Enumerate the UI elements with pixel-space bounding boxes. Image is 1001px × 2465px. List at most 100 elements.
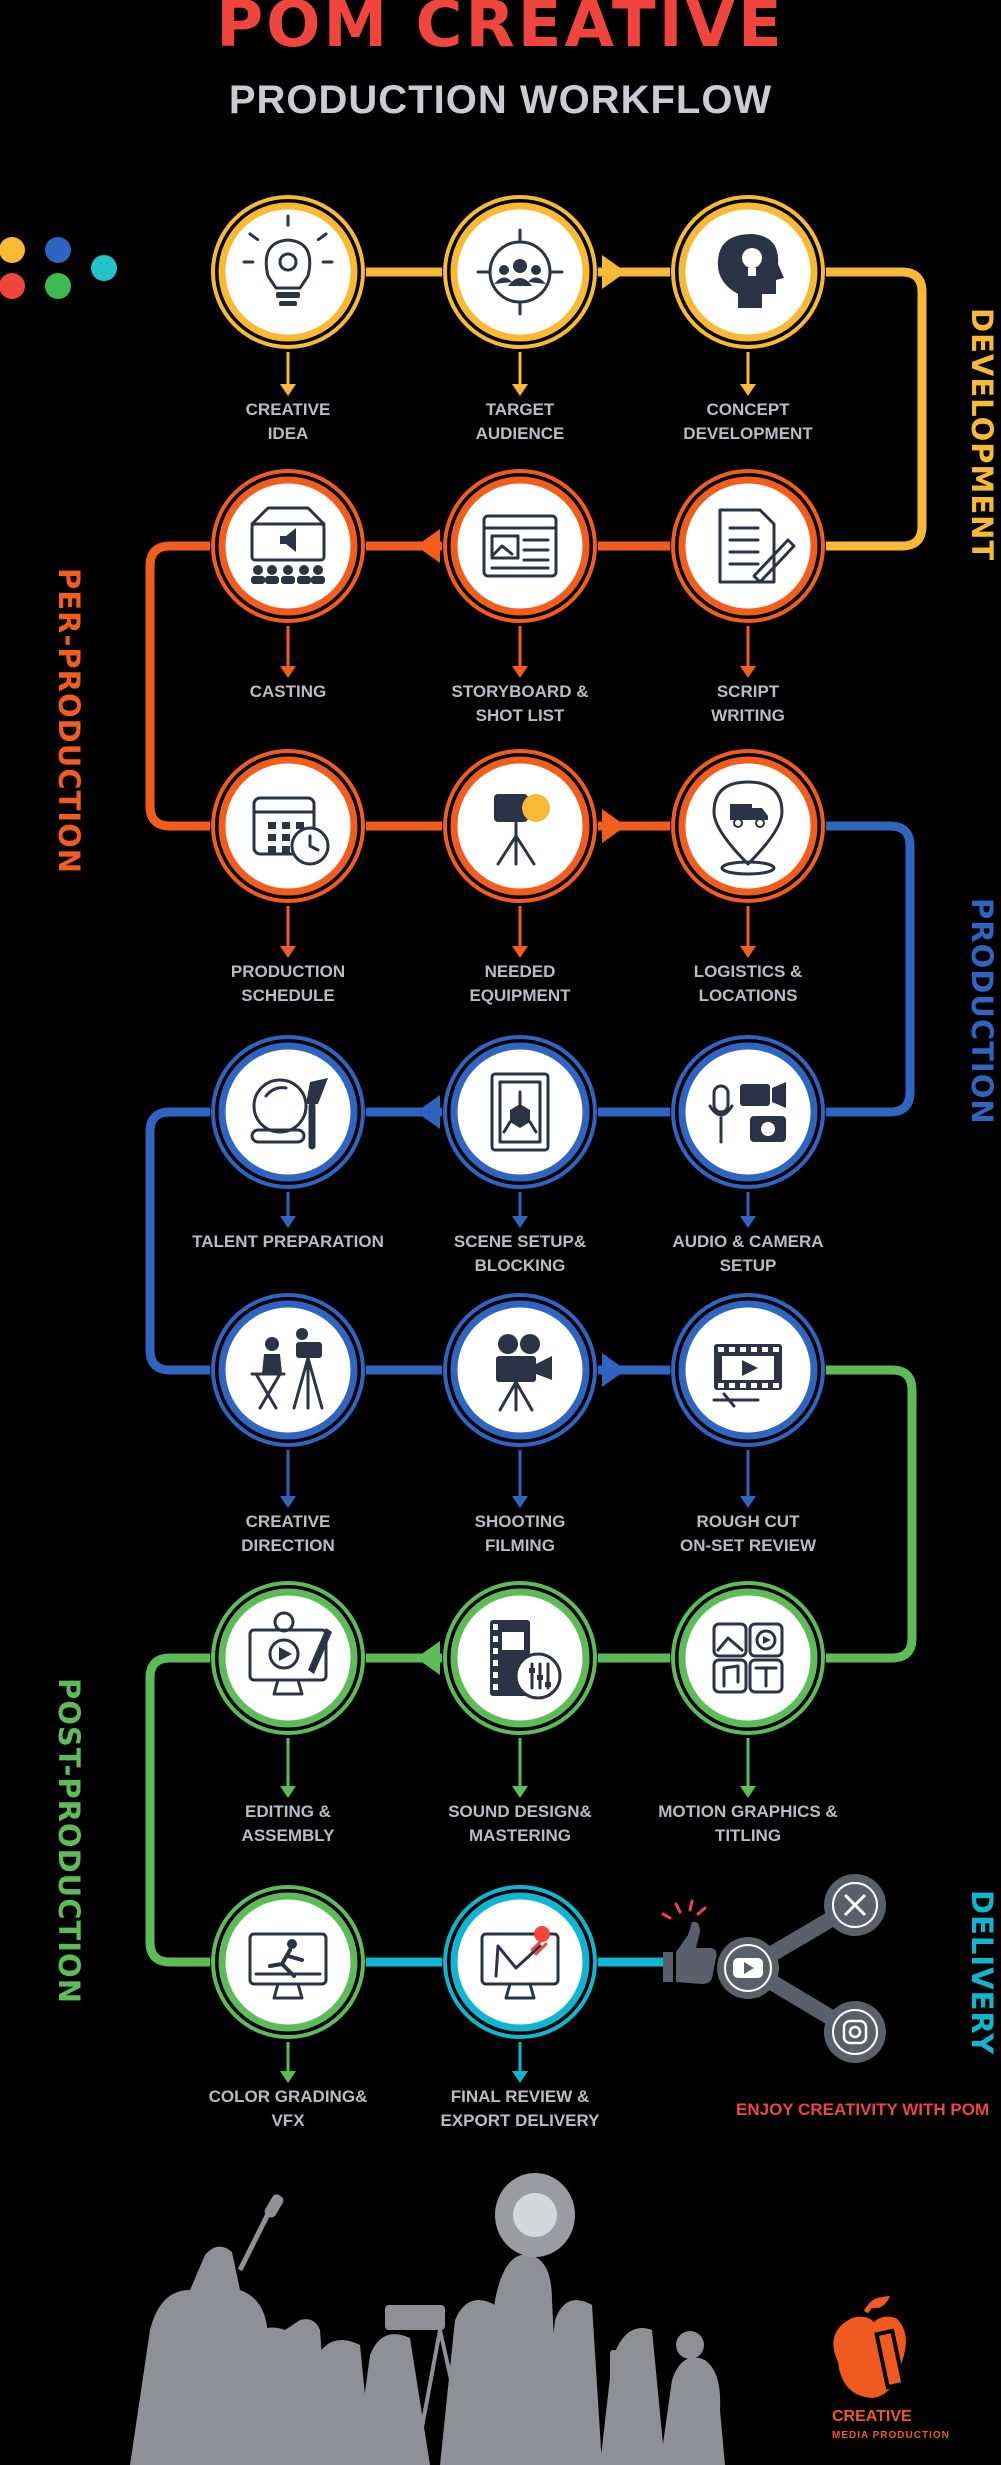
node-outer-ring: [443, 469, 597, 623]
node-inner-ring: [218, 476, 358, 616]
director-chair-icon: [250, 1328, 324, 1410]
head-idea-icon: [717, 234, 784, 308]
node-inner-ring: [450, 476, 590, 616]
node-outer-ring: [671, 1293, 825, 1447]
workflow-node: [442, 1884, 598, 2040]
node-outer-ring: [211, 1581, 365, 1735]
step-label: TALENT PREPARATION: [192, 1232, 384, 1251]
label-arrow-head: [280, 1216, 296, 1228]
loop-connector: [145, 1107, 288, 1375]
workflow-node: [670, 1292, 826, 1448]
step-label: PRODUCTION SCHEDULE: [230, 962, 346, 1005]
step-label: MOTION GRAPHICS & TITLING: [658, 1802, 838, 1845]
stage-label-delivery: DELIVERY: [965, 1890, 999, 2056]
step-label: SCRIPT WRITING: [711, 682, 785, 725]
step-label: CONCEPT DEVELOPMENT: [683, 400, 813, 443]
workflow-node: [210, 1034, 366, 1190]
step-label: ROUGH CUT ON-SET REVIEW: [679, 1512, 816, 1555]
step-label: CASTING: [249, 682, 327, 701]
workflow-node: [670, 194, 826, 350]
node-outer-ring: [671, 469, 825, 623]
brand-logo: [833, 2296, 906, 2398]
decor-dots: [0, 237, 117, 299]
scene-block-icon: [490, 1072, 550, 1152]
calendar-clock-icon: [252, 796, 330, 866]
step-label: LOGISTICS & LOCATIONS: [693, 962, 803, 1005]
node-inner-ring: [218, 1892, 358, 2032]
workflow-node: [442, 468, 598, 624]
casting-stage-icon: [250, 506, 326, 584]
step-label: AUDIO & CAMERA SETUP: [672, 1232, 824, 1275]
node-outer-ring: [211, 1885, 365, 2039]
step-label: NEEDED EQUIPMENT: [469, 962, 571, 1005]
step-label: SHOOTING FILMING: [474, 1512, 566, 1555]
label-arrow-head: [280, 946, 296, 958]
label-arrow-head: [740, 1786, 756, 1798]
film-play-icon: [712, 1344, 782, 1408]
node-inner-ring: [218, 1588, 358, 1728]
sound-mixer-icon: [490, 1620, 562, 1700]
loop-connector: [145, 1653, 288, 1967]
lightbulb-gear-icon: [242, 214, 334, 306]
page-subtitle: PRODUCTION WORKFLOW: [228, 78, 773, 122]
node-outer-ring: [211, 1293, 365, 1447]
workflow-node: [670, 748, 826, 904]
storyboard-icon: [482, 514, 558, 578]
label-arrow-head: [740, 1216, 756, 1228]
flow-arrow: [416, 1641, 440, 1675]
node-outer-ring: [671, 195, 825, 349]
node-inner-ring: [218, 1042, 358, 1182]
node-outer-ring: [443, 749, 597, 903]
node-inner-ring: [678, 756, 818, 896]
label-arrow-head: [512, 384, 528, 396]
loop-connector: [748, 1365, 917, 1663]
label-arrow-head: [280, 384, 296, 396]
stage-label-post-production: POST-PRODUCTION: [52, 1678, 86, 2004]
step-label: COLOR GRADING& VFX: [208, 2087, 368, 2130]
loop-connector: [145, 541, 288, 831]
node-outer-ring: [443, 1035, 597, 1189]
step-label: FINAL REVIEW & EXPORT DELIVERY: [440, 2087, 600, 2130]
node-outer-ring: [443, 1293, 597, 1447]
label-arrow-head: [512, 1216, 528, 1228]
node-outer-ring: [211, 1035, 365, 1189]
mic-camera-icon: [708, 1082, 786, 1144]
label-arrow-head: [740, 1496, 756, 1508]
step-label: CREATIVE DIRECTION: [241, 1512, 335, 1555]
brand-name: CREATIVE: [832, 2408, 912, 2425]
workflow-node: [210, 194, 366, 350]
step-label: EDITING & ASSEMBLY: [241, 1802, 335, 1845]
step-label: SCENE SETUP& BLOCKING: [453, 1232, 587, 1275]
film-camera-icon: [496, 1334, 552, 1412]
label-arrow-head: [512, 1496, 528, 1508]
node-inner-ring: [450, 756, 590, 896]
node-outer-ring: [671, 1035, 825, 1189]
workflow-node: [442, 194, 598, 350]
node-outer-ring: [443, 1581, 597, 1735]
audience-target-icon: [476, 228, 564, 316]
workflow-nodes: [210, 194, 826, 2040]
script-document-icon: [718, 508, 796, 584]
workflow-node: [210, 468, 366, 624]
node-outer-ring: [443, 1885, 597, 2039]
loop-connector: [748, 267, 927, 551]
flow-arrow: [602, 1353, 626, 1387]
like-icon: [661, 1899, 717, 1984]
workflow-node: [210, 1580, 366, 1736]
step-label: CREATIVE IDEA: [245, 400, 331, 443]
media-grid-icon: [712, 1622, 784, 1694]
label-arrow-head: [280, 2071, 296, 2083]
film-crew-silhouette: [130, 2173, 725, 2465]
node-outer-ring: [211, 749, 365, 903]
node-inner-ring: [678, 1588, 818, 1728]
flow-arrow: [416, 1095, 440, 1129]
color-grading-icon: [248, 1932, 328, 2000]
page-title: POM CREATIVE: [216, 0, 785, 62]
workflow-node: [442, 1034, 598, 1190]
flow-arrow: [602, 255, 626, 289]
brand-subtitle: MEDIA PRODUCTION: [832, 2430, 950, 2441]
workflow-node: [210, 1884, 366, 2040]
workflow-node: [210, 1292, 366, 1448]
label-arrow-head: [512, 2071, 528, 2083]
